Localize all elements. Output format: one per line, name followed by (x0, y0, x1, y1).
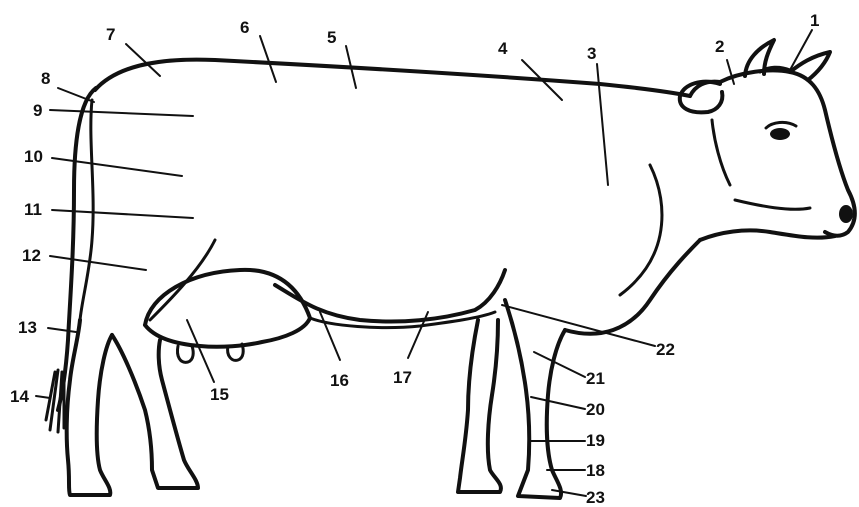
leader-16 (320, 312, 340, 360)
leader-9 (50, 110, 193, 116)
label-9: 9 (33, 101, 42, 120)
label-23: 23 (586, 488, 605, 507)
label-18: 18 (586, 461, 605, 480)
leader-10 (52, 158, 182, 176)
label-14: 14 (10, 387, 29, 406)
leader-15 (187, 320, 214, 382)
leader-6 (260, 36, 276, 82)
label-22: 22 (656, 340, 675, 359)
leader-lines (36, 30, 812, 496)
leader-12 (50, 256, 146, 270)
label-20: 20 (586, 400, 605, 419)
label-6: 6 (240, 18, 249, 37)
leader-7 (126, 44, 160, 76)
label-3: 3 (587, 44, 596, 63)
label-12: 12 (22, 246, 41, 265)
label-7: 7 (106, 25, 115, 44)
label-2: 2 (715, 37, 724, 56)
label-1: 1 (810, 11, 819, 30)
label-8: 8 (41, 69, 50, 88)
label-10: 10 (24, 147, 43, 166)
label-21: 21 (586, 369, 605, 388)
label-15: 15 (210, 385, 229, 404)
label-5: 5 (327, 28, 336, 47)
label-19: 19 (586, 431, 605, 450)
leader-14 (36, 396, 50, 398)
cow-outline (46, 40, 855, 498)
leader-13 (48, 328, 76, 332)
leader-20 (531, 397, 585, 409)
leader-23 (552, 490, 586, 496)
label-16: 16 (330, 371, 349, 390)
label-11: 11 (24, 200, 42, 219)
label-13: 13 (18, 318, 37, 337)
leader-3 (597, 64, 608, 185)
leader-22 (502, 305, 655, 346)
label-17: 17 (393, 368, 412, 387)
label-4: 4 (498, 39, 508, 58)
leader-21 (534, 352, 585, 377)
